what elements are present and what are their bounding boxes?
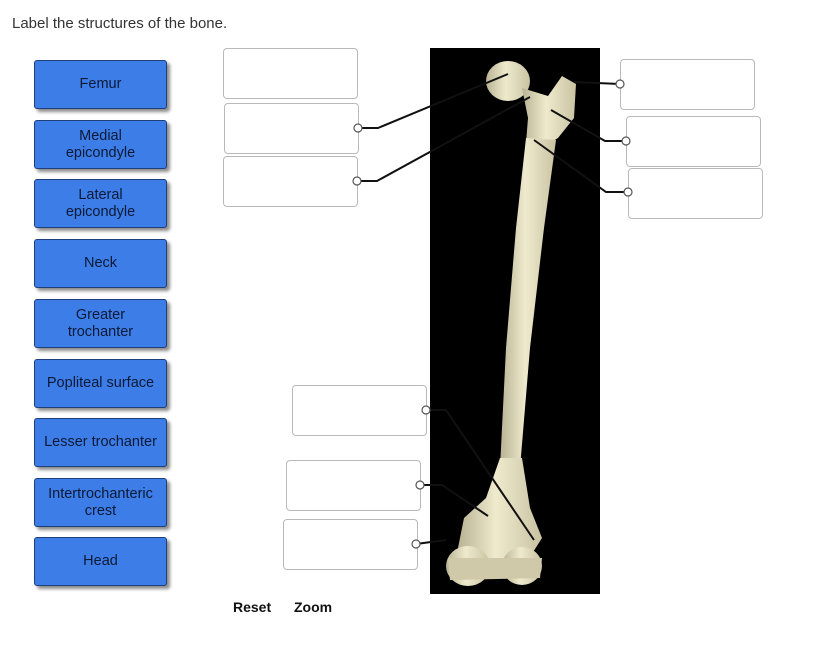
drop-target-9[interactable]: [283, 519, 418, 570]
drop-target-3[interactable]: [223, 156, 358, 207]
drop-target-5[interactable]: [626, 116, 761, 167]
drop-target-7[interactable]: [292, 385, 427, 436]
reset-button[interactable]: Reset: [233, 599, 272, 615]
drop-target-1[interactable]: [223, 48, 358, 99]
zoom-button[interactable]: Zoom: [294, 599, 333, 615]
label-intertrochanteric-crest[interactable]: Intertrochanteric crest: [34, 478, 167, 527]
drop-target-8[interactable]: [286, 460, 421, 511]
label-lesser-trochanter[interactable]: Lesser trochanter: [34, 418, 167, 467]
label-lateral-epicondyle[interactable]: Lateral epicondyle: [34, 179, 167, 228]
instruction-text: Label the structures of the bone.: [12, 15, 228, 32]
bone-image: [430, 48, 600, 594]
label-popliteal-surface[interactable]: Popliteal surface: [34, 359, 167, 408]
drop-target-2[interactable]: [224, 103, 359, 154]
label-medial-epicondyle[interactable]: Medial epicondyle: [34, 120, 167, 169]
drop-target-4[interactable]: [620, 59, 755, 110]
label-femur[interactable]: Femur: [34, 60, 167, 109]
label-neck[interactable]: Neck: [34, 239, 167, 288]
drop-target-6[interactable]: [628, 168, 763, 219]
label-head[interactable]: Head: [34, 537, 167, 586]
label-greater-trochanter[interactable]: Greater trochanter: [34, 299, 167, 348]
femur-illustration: [446, 61, 576, 586]
